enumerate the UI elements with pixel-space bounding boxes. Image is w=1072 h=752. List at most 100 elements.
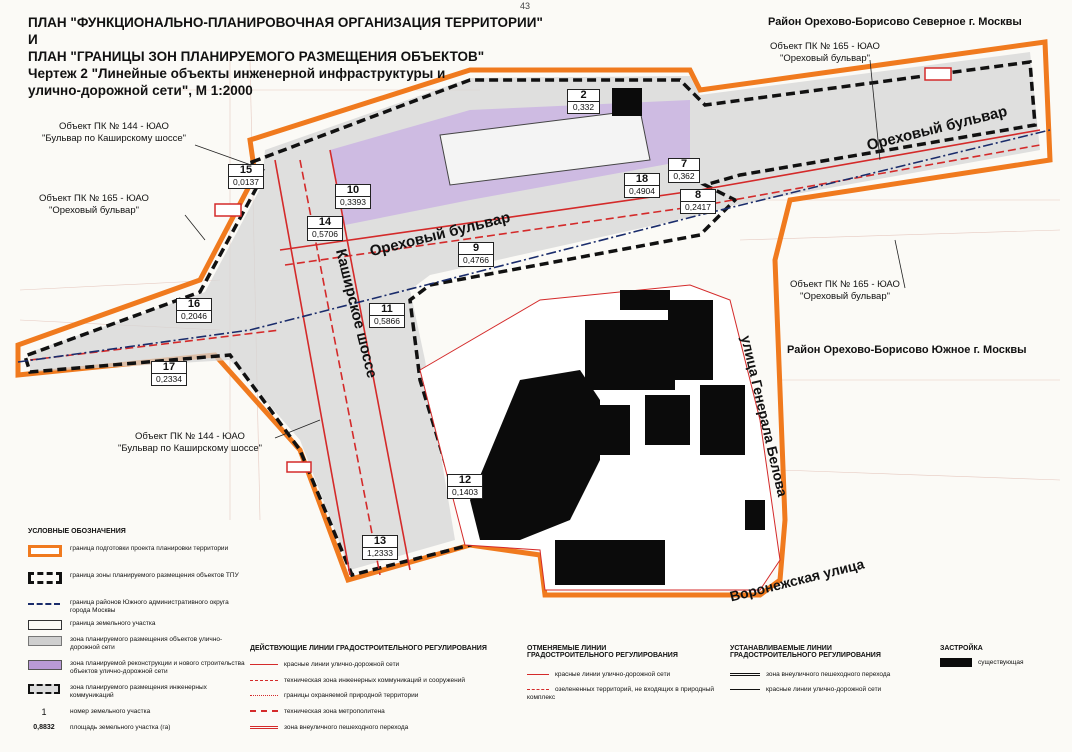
plot-number: 18 xyxy=(625,174,659,186)
legend-item: техническая зона инженерных коммуникаций… xyxy=(250,677,490,685)
plot-area: 0,332 xyxy=(572,102,595,112)
callout-kashirskoe-s: Объект ПК № 144 - ЮАО "Бульвар по Каширс… xyxy=(100,431,280,455)
legend-swatch xyxy=(28,545,62,557)
land-plot-9: 9 0,4766 xyxy=(458,242,494,267)
plot-area: 0,2417 xyxy=(685,202,711,212)
callout-orekhovy-e: Объект ПК № 165 - ЮАО "Ореховый бульвар" xyxy=(780,279,910,303)
callout-line: Объект ПК № 144 - ЮАО xyxy=(59,121,169,132)
callout-orekhovy-ne: Объект ПК № 165 - ЮАО "Ореховый бульвар" xyxy=(760,41,890,65)
title-line-2: ПЛАН "ГРАНИЦЫ ЗОН ПЛАНИРУЕМОГО РАЗМЕЩЕНИ… xyxy=(28,49,485,64)
legend-heading-line: ГРАДОСТРОИТЕЛЬНОГО РЕГУЛИРОВАНИЯ xyxy=(527,652,678,659)
callout-line: Объект ПК № 144 - ЮАО xyxy=(135,431,245,442)
legend-swatch xyxy=(28,603,60,605)
legend-text: существующая xyxy=(978,659,1024,667)
legend-swatch xyxy=(28,620,62,630)
callout-line: Объект ПК № 165 - ЮАО xyxy=(790,279,900,290)
road-zone xyxy=(30,52,1040,570)
plot-area: 0,2334 xyxy=(156,374,182,384)
legend-swatch xyxy=(28,636,62,646)
land-plot-12: 12 0,1403 xyxy=(447,474,483,499)
legend-item: красные линии улично-дорожной сети xyxy=(730,686,910,694)
legend-text: граница зоны планируемого размещения объ… xyxy=(70,572,239,579)
plot-area: 0,4904 xyxy=(629,186,655,196)
legend-text: зона планируемого размещения объектов ул… xyxy=(70,636,223,651)
callout-line: "Бульвар по Каширскому шоссе" xyxy=(117,443,263,454)
legend-text: зона планируемого размещения инженерных … xyxy=(70,684,207,699)
land-plot-18: 18 0,4904 xyxy=(624,173,660,198)
plot-number: 15 xyxy=(229,165,263,177)
legend-heading-line: ОТМЕНЯЕМЫЕ ЛИНИИ xyxy=(527,645,607,652)
callout-line: "Ореховый бульвар" xyxy=(779,53,870,64)
callout-line: Объект ПК № 165 - ЮАО xyxy=(39,193,149,204)
land-plot-8: 8 0,2417 xyxy=(680,189,716,214)
district-north-label: Район Орехово-Борисово Северное г. Москв… xyxy=(768,16,1022,28)
plot-area: 1,2333 xyxy=(367,548,393,558)
plot-number: 14 xyxy=(308,217,342,229)
callout-kashirskoe-n: Объект ПК № 144 - ЮАО "Бульвар по Каширс… xyxy=(24,121,204,145)
existing-buildings xyxy=(470,88,765,585)
legend-item: красные линии улично-дорожной сети xyxy=(527,671,717,679)
legend-text: красные линии улично-дорожной сети xyxy=(284,661,400,668)
land-plot-16: 16 0,2046 xyxy=(176,298,212,323)
legend-swatch xyxy=(730,688,760,690)
legend-swatch xyxy=(250,679,278,681)
land-plot-7: 7 0,362 xyxy=(668,158,700,183)
legend-swatch xyxy=(28,572,62,584)
block-north xyxy=(439,109,651,186)
district-south-label: Район Орехово-Борисово Южное г. Москвы xyxy=(787,344,1027,356)
callout-orekhovy-w: Объект ПК № 165 - ЮАО "Ореховый бульвар" xyxy=(24,193,164,217)
plot-area: 0,362 xyxy=(673,171,695,181)
legend-swatch xyxy=(250,725,278,729)
plot-number: 11 xyxy=(370,304,404,316)
legend-text: техническая зона инженерных коммуникаций… xyxy=(284,677,465,684)
plot-number: 17 xyxy=(152,362,186,374)
plot-number: 8 xyxy=(681,190,715,202)
plot-number: 13 xyxy=(363,536,397,548)
tpu-zone-boundary xyxy=(22,60,1037,578)
legend-col4-heading: УСТАНАВЛИВАЕМЫЕ ЛИНИИ ГРАДОСТРОИТЕЛЬНОГО… xyxy=(730,645,881,659)
legend-col5-heading: ЗАСТРОЙКА xyxy=(940,645,983,652)
legend-item: озелененных территорий, не входящих в пр… xyxy=(527,686,717,702)
land-plot-15: 15 0,0137 xyxy=(228,164,264,189)
legend-col2-heading: ДЕЙСТВУЮЩИЕ ЛИНИИ ГРАДОСТРОИТЕЛЬНОГО РЕГ… xyxy=(250,645,487,652)
legend-heading-line: ГРАДОСТРОИТЕЛЬНОГО РЕГУЛИРОВАНИЯ xyxy=(730,652,881,659)
title-line-3: Чертеж 2 "Линейные объекты инженерной ин… xyxy=(28,66,446,81)
land-plot-13: 13 1,2333 xyxy=(362,535,398,560)
plot-area: 0,0137 xyxy=(233,177,259,187)
callout-line: Объект ПК № 165 - ЮАО xyxy=(770,41,880,52)
title-line-4: улично-дорожной сети", М 1:2000 xyxy=(28,83,253,98)
legend-swatch: 1 xyxy=(41,707,47,717)
legend-text: зона планируемой реконструкции и нового … xyxy=(70,660,245,675)
legend-text: красные линии улично-дорожной сети xyxy=(766,686,882,693)
plot-number: 12 xyxy=(448,475,482,487)
land-plot-17: 17 0,2334 xyxy=(151,361,187,386)
plot-area: 0,1403 xyxy=(452,487,478,497)
project-boundary xyxy=(15,39,1053,598)
map-title: ПЛАН "ФУНКЦИОНАЛЬНО-ПЛАНИРОВОЧНАЯ ОРГАНИ… xyxy=(28,14,548,99)
legend-col3-heading: ОТМЕНЯЕМЫЕ ЛИНИИ ГРАДОСТРОИТЕЛЬНОГО РЕГУ… xyxy=(527,645,678,659)
legend-swatch xyxy=(730,672,760,676)
plot-number: 7 xyxy=(669,159,699,171)
legend-item: красные линии улично-дорожной сети xyxy=(250,661,490,669)
legend-text: красные линии улично-дорожной сети xyxy=(555,671,671,678)
land-plot-14: 14 0,5706 xyxy=(307,216,343,241)
symbols xyxy=(214,67,952,473)
plot-number: 9 xyxy=(459,243,493,255)
land-plot-10: 10 0,3393 xyxy=(335,184,371,209)
legend-swatch xyxy=(28,684,60,694)
callout-line: "Ореховый бульвар" xyxy=(48,205,139,216)
callout-line: "Ореховый бульвар" xyxy=(799,291,890,302)
legend-swatch xyxy=(250,694,278,696)
legend-text: границы охраняемой природной территории xyxy=(284,692,419,699)
legend-heading: УСЛОВНЫЕ ОБОЗНАЧЕНИЯ xyxy=(28,528,126,535)
plot-number: 2 xyxy=(568,90,599,102)
legend-item: зона внеуличного пешеходного перехода xyxy=(250,724,490,732)
plot-area: 0,5866 xyxy=(374,316,400,326)
plot-number: 16 xyxy=(177,299,211,311)
legend-swatch xyxy=(940,658,972,667)
legend-item: существующая xyxy=(940,658,1060,667)
legend-text: граница земельного участка xyxy=(70,620,156,627)
legend-text: зона внеуличного пешеходного перехода xyxy=(284,724,409,731)
